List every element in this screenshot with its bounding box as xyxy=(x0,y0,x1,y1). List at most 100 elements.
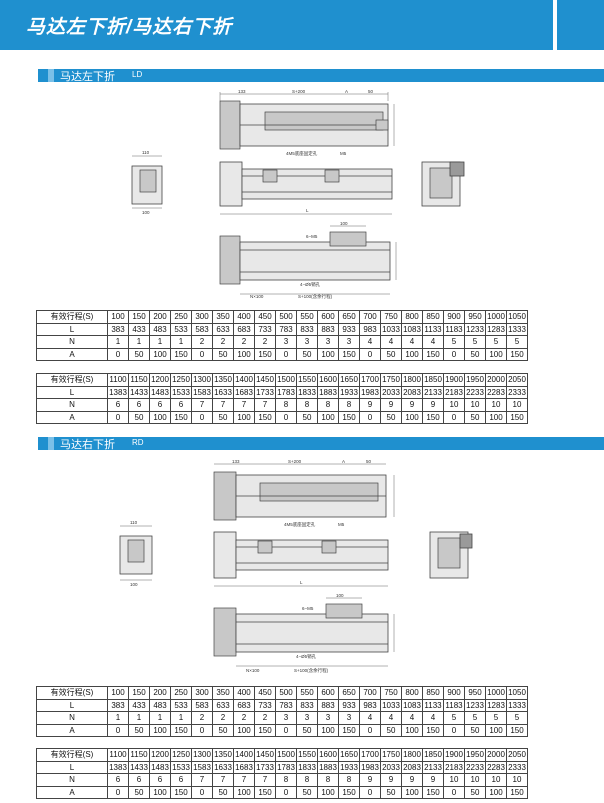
table-cell: 7 xyxy=(254,398,276,412)
table-cell: 50 xyxy=(296,723,318,737)
table-cell: 1600 xyxy=(317,748,339,762)
table-cell: 9 xyxy=(359,398,381,412)
table-cell: 8 xyxy=(296,773,318,787)
table-cell: 150 xyxy=(170,723,192,737)
table-cell: 783 xyxy=(275,698,297,712)
table-cell: 50 xyxy=(380,785,402,799)
table-cell: 50 xyxy=(296,785,318,799)
table-cell: 100 xyxy=(107,686,129,700)
dim-6m5: 6−M5 xyxy=(302,606,314,611)
table-cell: 933 xyxy=(338,322,360,336)
table-cell: 2 xyxy=(212,335,234,349)
table-cell: 6 xyxy=(149,773,171,787)
row-header-cell: N xyxy=(36,773,108,787)
table-cell: 1233 xyxy=(464,698,486,712)
table-cell: 4 xyxy=(380,711,402,725)
table-cell: 150 xyxy=(506,723,528,737)
dim-a: A xyxy=(345,89,348,94)
table-cell: 50 xyxy=(212,723,234,737)
table-cell: 1583 xyxy=(191,385,213,399)
table-cell: 1583 xyxy=(191,760,213,774)
row-header-cell: A xyxy=(36,723,108,737)
table-cell: 900 xyxy=(443,310,465,324)
table-cell: 100 xyxy=(233,347,255,361)
table-cell: 1733 xyxy=(254,760,276,774)
row-header-cell: N xyxy=(36,711,108,725)
table-cell: 100 xyxy=(401,347,423,361)
table-cell: 9 xyxy=(422,773,444,787)
table-cell: 2 xyxy=(233,711,255,725)
table-cell: 0 xyxy=(275,347,297,361)
header-side-strip xyxy=(557,0,604,50)
table-cell: 3 xyxy=(296,335,318,349)
table-cell: 9 xyxy=(422,398,444,412)
table-cell: 1133 xyxy=(422,698,444,712)
table-cell: 1783 xyxy=(275,760,297,774)
table-cell: 833 xyxy=(296,322,318,336)
table-cell: 5 xyxy=(464,335,486,349)
table-cell: 50 xyxy=(128,410,150,424)
table-cell: 533 xyxy=(170,698,192,712)
table-cell: 2183 xyxy=(443,385,465,399)
table-cell: 5 xyxy=(485,711,507,725)
table-cell: 450 xyxy=(254,310,276,324)
section-code: RD xyxy=(132,438,144,447)
table-cell: 2283 xyxy=(485,385,507,399)
row-header-cell: L xyxy=(36,698,108,712)
table-cell: 2183 xyxy=(443,760,465,774)
section-title: 马达右下折 xyxy=(60,439,115,451)
dim-a: A xyxy=(342,459,345,464)
table-cell: 1150 xyxy=(128,373,150,387)
table-cell: 50 xyxy=(380,723,402,737)
section-bar-rd: 马达右下折 RD xyxy=(38,437,604,451)
table-cell: 750 xyxy=(380,310,402,324)
table-cell: 100 xyxy=(149,785,171,799)
table-cell: 100 xyxy=(233,410,255,424)
row-header-cell: N xyxy=(36,335,108,349)
table-cell: 1200 xyxy=(149,373,171,387)
table-cell: 4 xyxy=(359,335,381,349)
table-cell: 50 xyxy=(464,410,486,424)
end-view-left: 110 100 xyxy=(131,150,163,215)
table-cell: 0 xyxy=(443,785,465,799)
table-cell: 1483 xyxy=(149,760,171,774)
table-cell: 1 xyxy=(170,335,192,349)
table-cell: 633 xyxy=(212,698,234,712)
table-cell: 633 xyxy=(212,322,234,336)
table-cell: 683 xyxy=(233,698,255,712)
dim-nx100: N×100 xyxy=(246,668,260,673)
table-cell: 150 xyxy=(422,785,444,799)
table-cell: 0 xyxy=(107,723,129,737)
side-view: L xyxy=(219,161,393,215)
table-cell: 9 xyxy=(380,398,402,412)
side-view: L xyxy=(213,531,389,587)
table-cell: 450 xyxy=(254,686,276,700)
table-cell: 883 xyxy=(317,698,339,712)
end-view-left: 110 100 xyxy=(119,520,153,587)
table-cell: 1533 xyxy=(170,385,192,399)
table-cell: 0 xyxy=(107,347,129,361)
dim-mount-hole: M5 xyxy=(340,151,347,156)
table-cell: 2033 xyxy=(380,385,402,399)
table-cell: 600 xyxy=(317,310,339,324)
table-cell: 350 xyxy=(212,310,234,324)
table-cell: 1283 xyxy=(485,322,507,336)
table-cell: 1800 xyxy=(401,748,423,762)
top-view: 133 S+200 A 50 4M5底座固定孔 M5 xyxy=(213,459,395,528)
table-cell: 0 xyxy=(443,723,465,737)
table-cell: 150 xyxy=(170,347,192,361)
table-cell: 2133 xyxy=(422,760,444,774)
table-cell: 100 xyxy=(233,785,255,799)
table-cell: 8 xyxy=(338,398,360,412)
dim-mount-label: 4M5底座固定孔 xyxy=(286,150,318,157)
table-cell: 150 xyxy=(128,310,150,324)
table-cell: 150 xyxy=(422,410,444,424)
table-cell: 650 xyxy=(338,686,360,700)
row-header-cell: 有效行程(S) xyxy=(36,748,108,762)
table-cell: 1383 xyxy=(107,385,129,399)
table-cell: 9 xyxy=(380,773,402,787)
